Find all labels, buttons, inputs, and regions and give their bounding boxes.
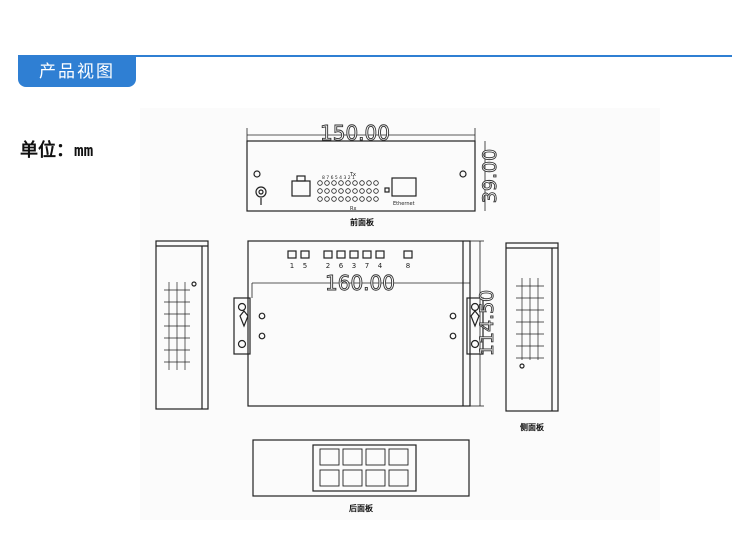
led-label: 4: [378, 262, 383, 270]
technical-drawing: 150.00 39.00 160.00 114.50 Tx Rx 8 7 6 5…: [155, 121, 559, 513]
front-pin-numbers: 8 7 6 5 4 3 2 1: [322, 175, 355, 181]
front-row-rx: Rx: [350, 206, 356, 212]
led-label: 3: [352, 262, 356, 270]
led-label: 7: [365, 262, 369, 270]
unit-prefix: 单位：: [20, 140, 74, 161]
dim-height-top: 39.00: [479, 149, 501, 203]
rear-panel-view: [252, 439, 470, 497]
caption-front: 前面板: [350, 217, 375, 227]
right-side-view: [505, 242, 559, 412]
led-label: 6: [339, 262, 344, 270]
section-title: 产品视图: [18, 57, 136, 87]
unit-value: mm: [74, 141, 94, 160]
led-label: 8: [406, 262, 410, 270]
caption-rear: 后面板: [349, 503, 374, 513]
section-header-line: [18, 55, 732, 57]
front-ethernet-label: Ethernet: [393, 201, 415, 207]
led-label: 5: [303, 262, 307, 270]
dim-width-main: 160.00: [325, 271, 395, 295]
left-side-view: [155, 240, 209, 410]
dim-width-top: 150.00: [320, 121, 390, 145]
front-panel-view: [246, 128, 486, 212]
top-view: [233, 240, 484, 407]
drawing-background: [140, 108, 660, 520]
front-row-tx: Tx: [349, 172, 356, 178]
led-label: 1: [290, 262, 294, 270]
led-label: 2: [326, 262, 330, 270]
unit-label: 单位：mm: [20, 136, 93, 162]
caption-side: 侧面板: [520, 422, 545, 432]
dim-height-main: 114.50: [476, 290, 498, 356]
